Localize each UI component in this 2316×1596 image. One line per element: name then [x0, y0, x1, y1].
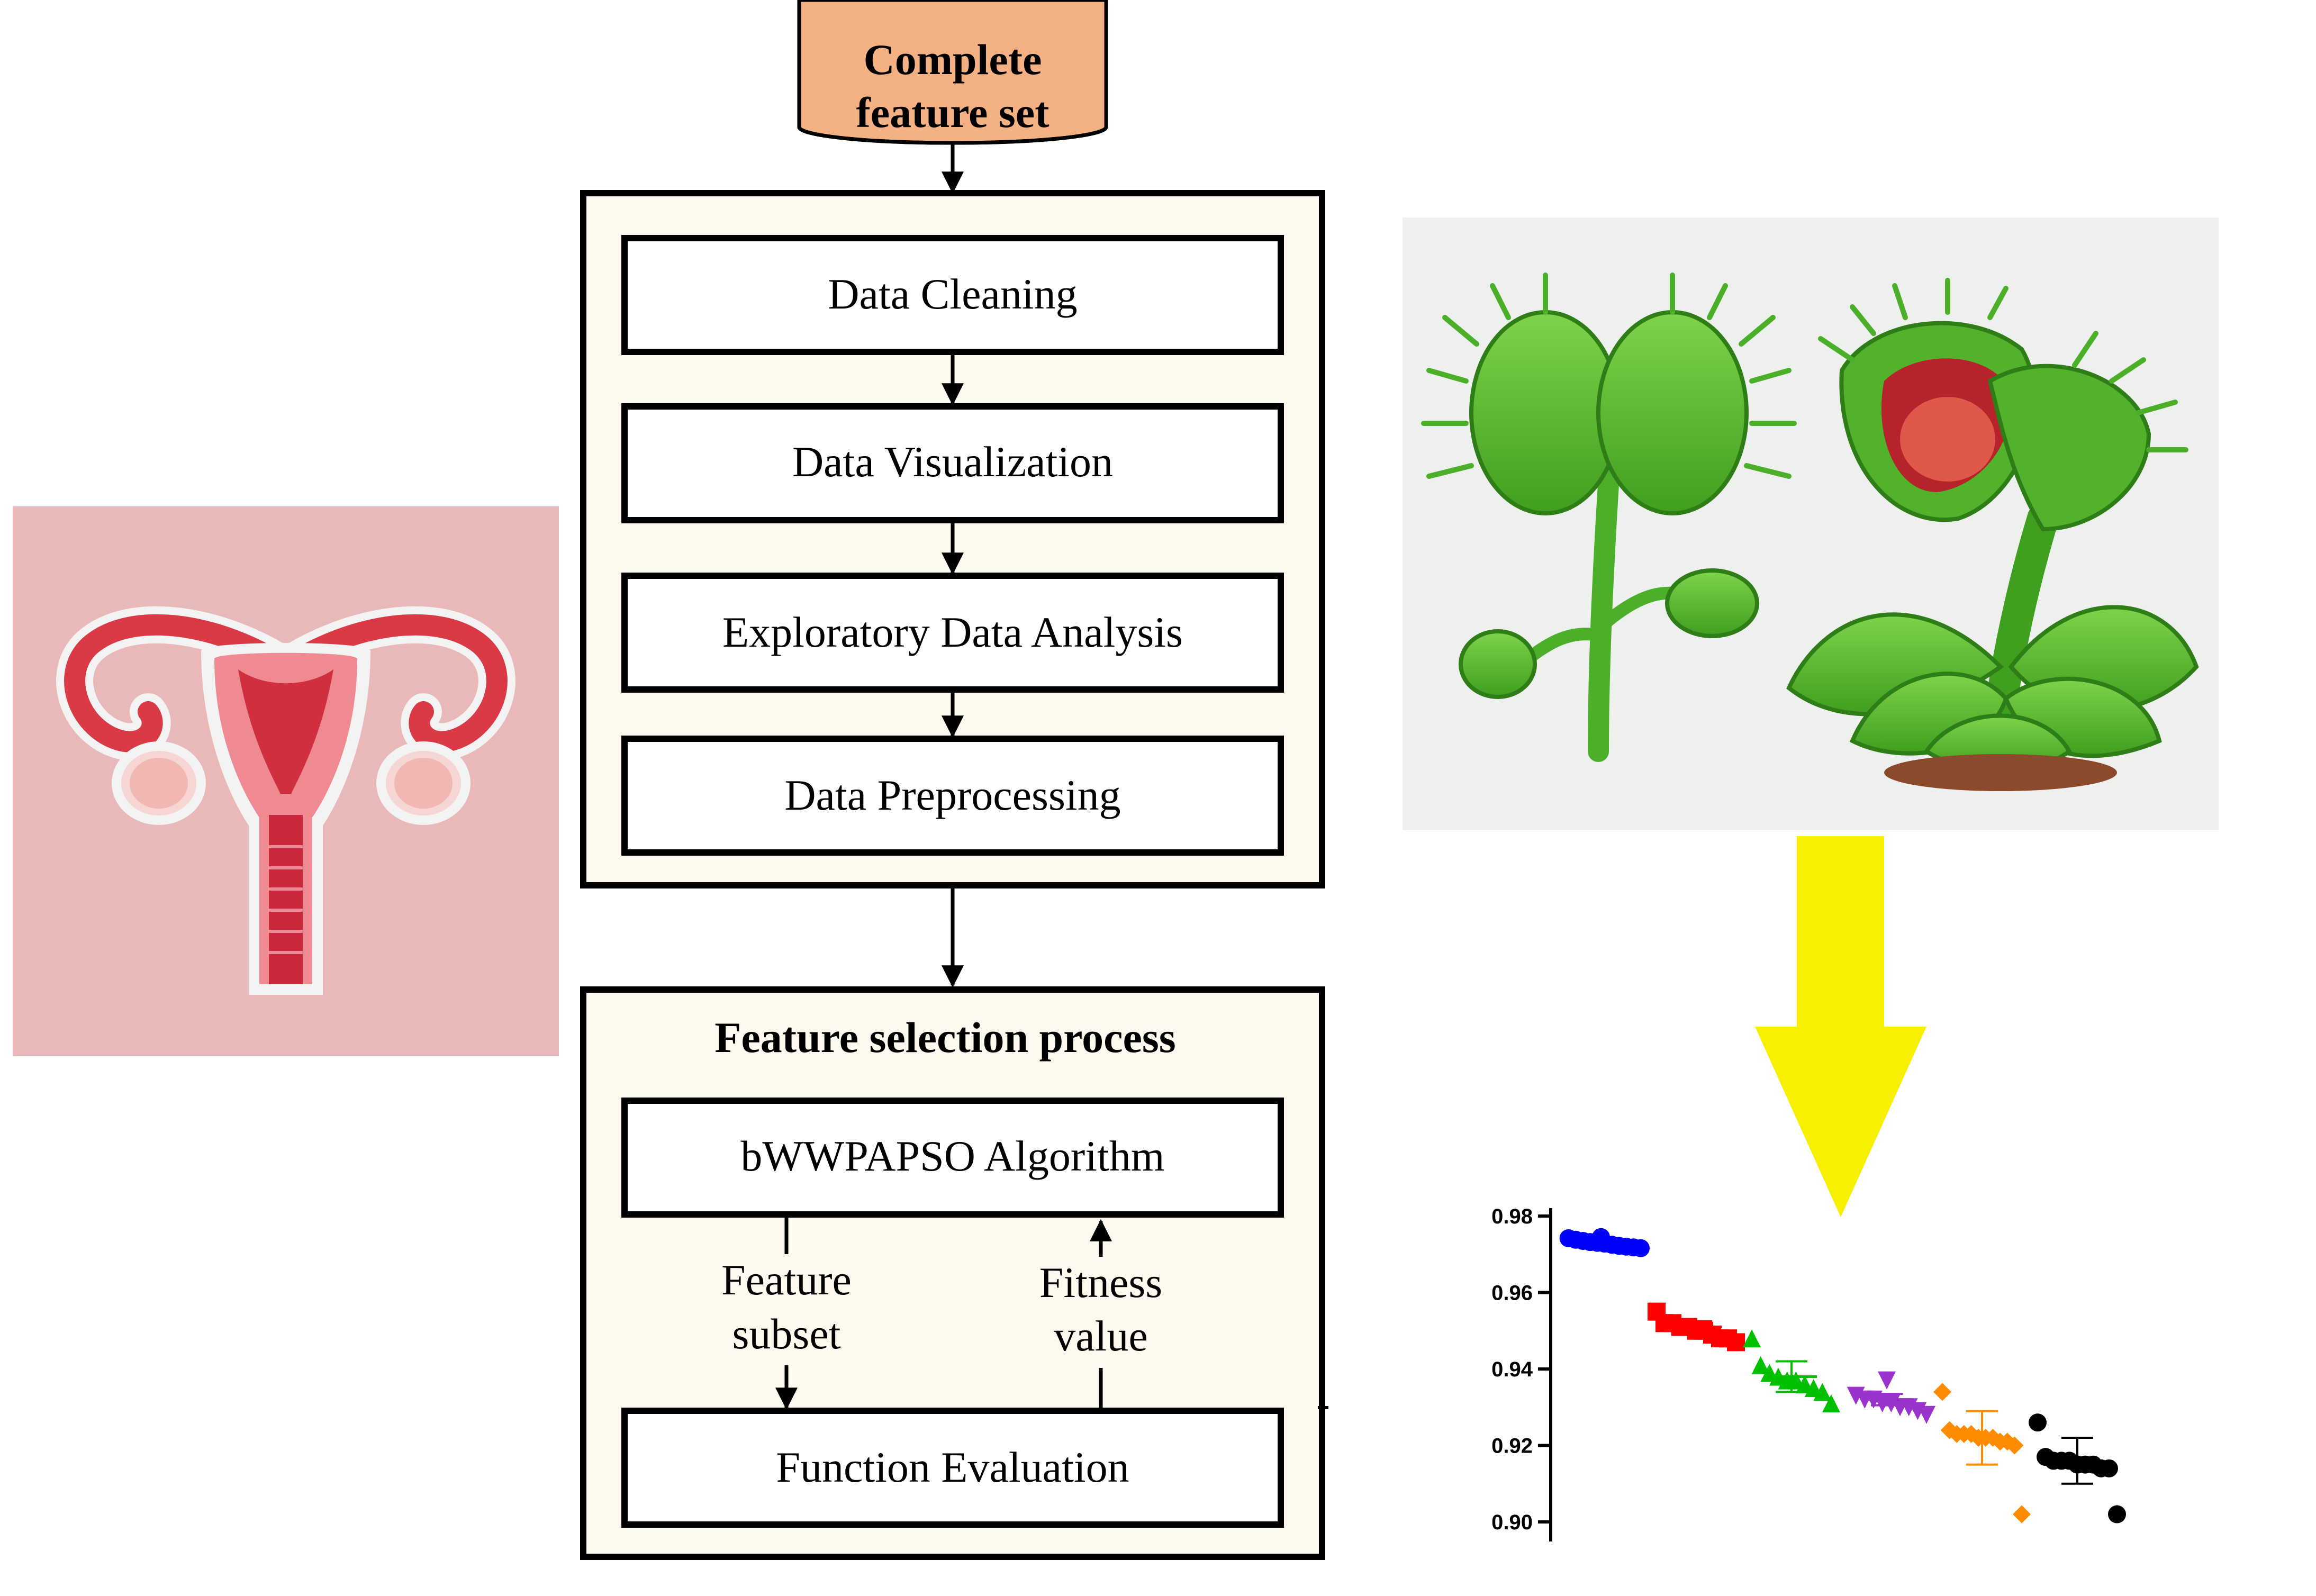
complete-feature-set-line1: Complete [863, 35, 1042, 84]
y-tick-label: 0.98 [1491, 1205, 1533, 1228]
stage-data-preprocessing: Data Preprocessing [621, 736, 1284, 856]
complete-feature-set-node: Complete feature set [797, 0, 1108, 145]
venus-flytrap-illustration [1403, 217, 2219, 830]
complete-feature-set-line2: feature set [856, 88, 1049, 137]
bwwpapso-algorithm-node: bWWPAPSO Algorithm [621, 1098, 1284, 1218]
uterus-illustration [13, 506, 559, 1056]
function-evaluation-node: Function Evaluation [621, 1408, 1284, 1528]
stage-data-visualization: Data Visualization [621, 403, 1284, 523]
data-point [2013, 1505, 2031, 1524]
data-point [2005, 1436, 2024, 1455]
fitness-value-line1: Fitness [1039, 1258, 1162, 1307]
feature-subset-line2: subset [732, 1310, 841, 1358]
data-point [1751, 1356, 1770, 1374]
stage-label: Data Preprocessing [784, 771, 1120, 819]
data-point [1933, 1383, 1951, 1401]
stage-exploratory-data-analysis: Exploratory Data Analysis [621, 573, 1284, 693]
stage-data-cleaning: Data Cleaning [621, 235, 1284, 355]
y-tick-label: 0.92 [1491, 1435, 1533, 1458]
data-point [1743, 1329, 1761, 1348]
y-tick-label: 0.96 [1491, 1282, 1533, 1305]
data-point [1813, 1383, 1832, 1401]
label-bg [704, 1254, 869, 1365]
data-point [1878, 1371, 1896, 1390]
feature-subset-line1: Feature [721, 1256, 852, 1304]
data-point [2108, 1505, 2126, 1524]
fitness-scatter-chart: 0.98 0.96 0.94 0.92 0.90 [1491, 1205, 2126, 1541]
y-tick-label: 0.90 [1491, 1511, 1533, 1534]
data-point [1632, 1239, 1650, 1257]
label-bg [1016, 1257, 1186, 1368]
stage-label: Data Cleaning [828, 270, 1077, 318]
data-point [1822, 1394, 1840, 1413]
data-point [1917, 1405, 1935, 1424]
data-point [2029, 1413, 2047, 1432]
data-point [1727, 1333, 1745, 1352]
algorithm-label: bWWPAPSO Algorithm [740, 1132, 1164, 1180]
stage-label: Data Visualization [792, 438, 1113, 486]
data-point [2100, 1459, 2118, 1477]
yellow-down-arrow [1755, 836, 1926, 1217]
feature-selection-title: Feature selection process [714, 1013, 1175, 1062]
evaluation-label: Function Evaluation [776, 1443, 1129, 1491]
fitness-value-line2: value [1054, 1312, 1148, 1360]
y-tick-label: 0.94 [1491, 1358, 1533, 1381]
stage-label: Exploratory Data Analysis [722, 608, 1183, 656]
